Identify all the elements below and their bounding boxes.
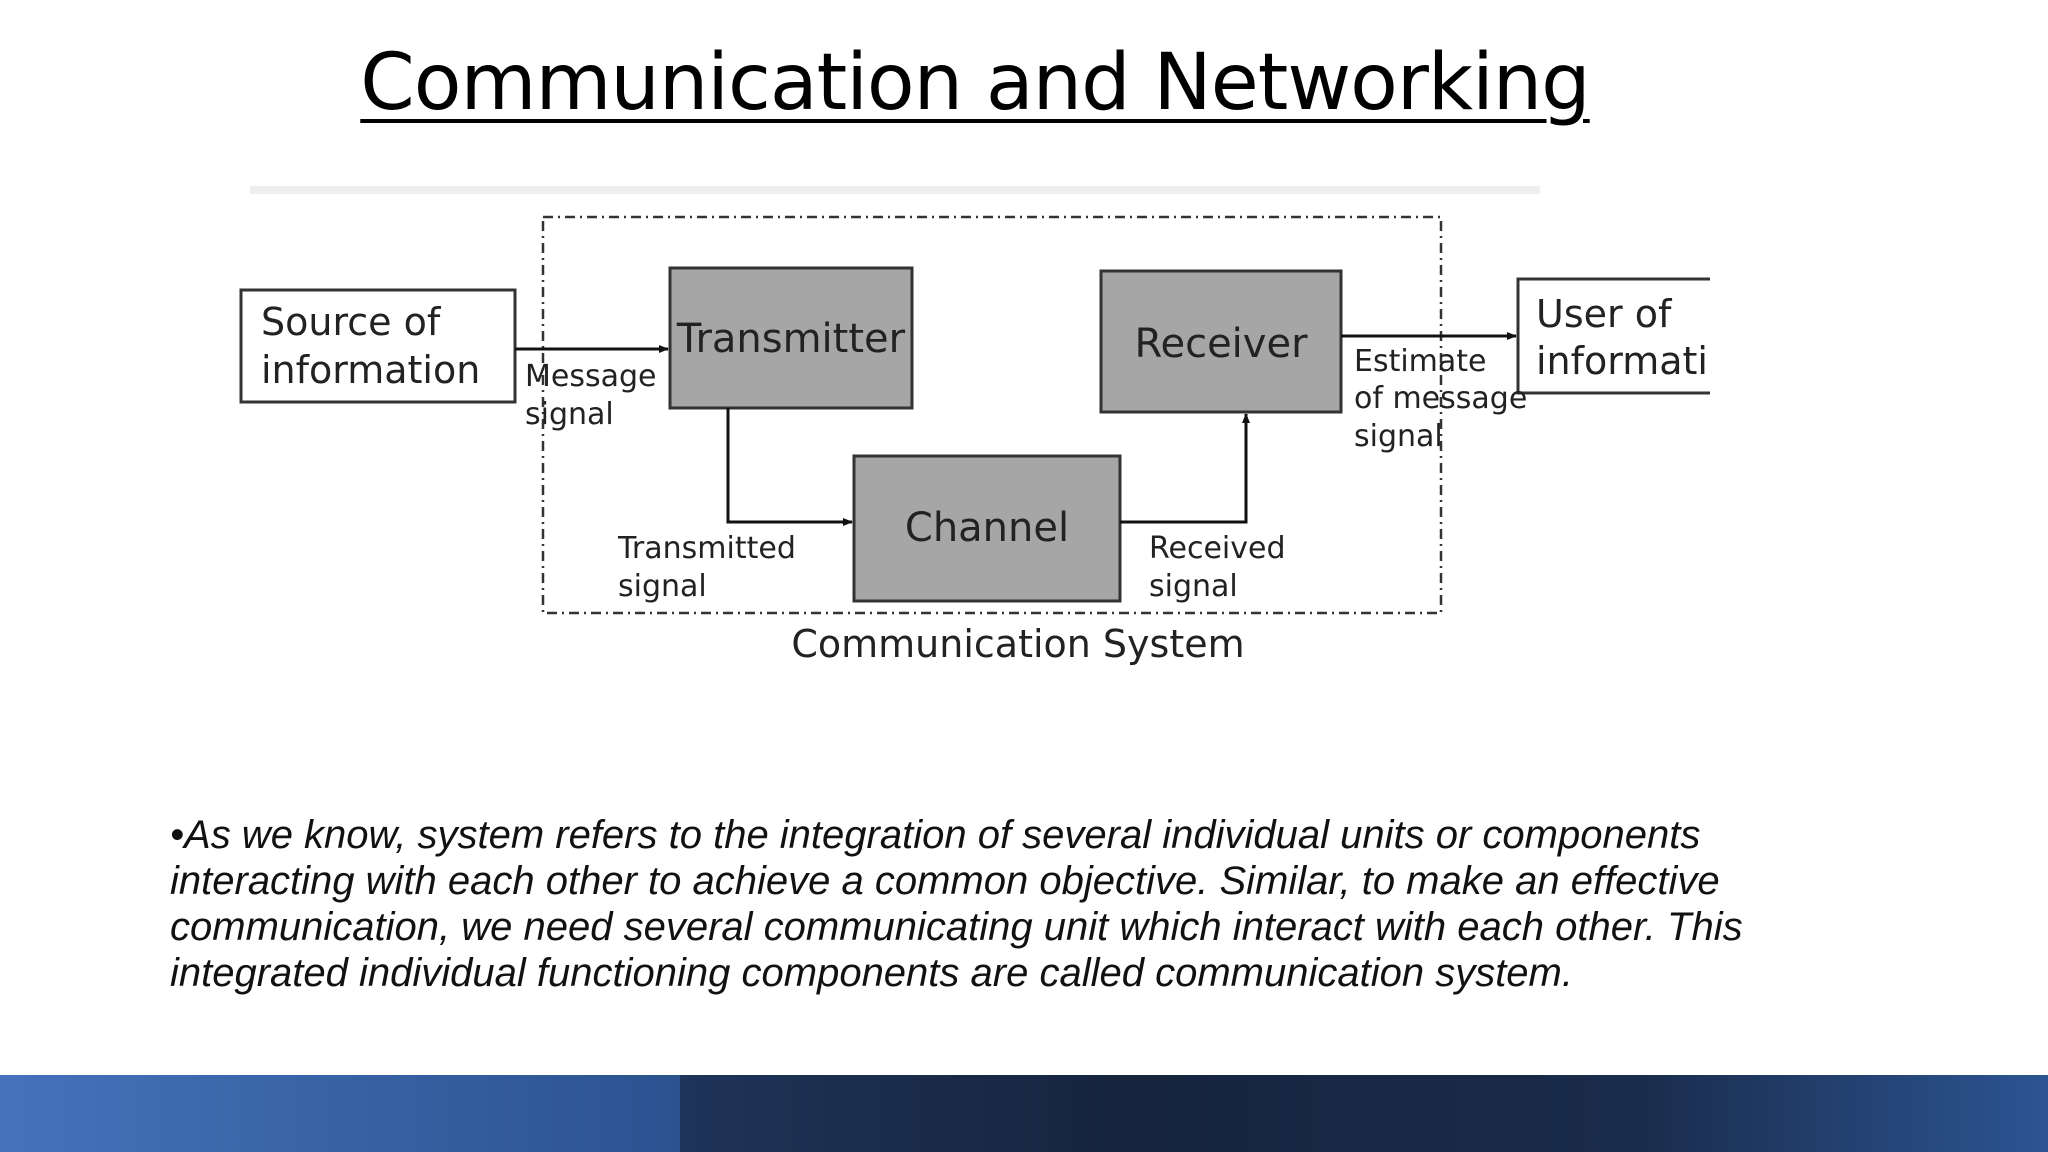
channel-label: Channel (905, 505, 1069, 551)
svg-text:signal: signal (525, 397, 614, 432)
svg-text:signal: signal (1354, 419, 1443, 454)
svg-text:signal: signal (1149, 569, 1238, 604)
communication-system-caption: Communication System (791, 622, 1244, 666)
source-box-line-2: information (261, 348, 480, 392)
svg-text:Message: Message (525, 359, 656, 394)
system-boundary (541, 215, 1443, 615)
bullet-paragraph: •As we know, system refers to the integr… (170, 812, 1890, 996)
bullet-text: As we know, system refers to the integra… (170, 813, 1743, 995)
transmitter-label: Transmitter (676, 316, 906, 362)
source-box-line-1: Source of (261, 300, 442, 344)
slide-title: Communication and Networking (360, 38, 1590, 128)
estimate-signal-label: Estimate of message signal (1354, 344, 1527, 454)
arrow-transmitter-to-channel (726, 408, 853, 526)
bullet-marker: • (170, 813, 185, 857)
footer-band (0, 1075, 2048, 1152)
svg-text:of message: of message (1354, 381, 1527, 416)
received-signal-label: Received signal (1149, 531, 1286, 604)
svg-text:Transmitted: Transmitted (617, 531, 796, 566)
communication-system-diagram: Source of information Transmitter Receiv… (239, 186, 1710, 666)
arrow-channel-to-receiver (1120, 413, 1250, 524)
receiver-block: Receiver (1099, 269, 1343, 414)
message-signal-label: Message signal (525, 359, 656, 432)
user-box-line-2: information (1536, 339, 1710, 383)
faded-caption-strip (250, 186, 1540, 194)
receiver-label: Receiver (1134, 321, 1308, 367)
footer-accent-block (0, 1075, 680, 1152)
source-of-information-box: Source of information (239, 288, 517, 404)
user-box-line-1: User of (1536, 292, 1673, 336)
svg-text:Estimate: Estimate (1354, 344, 1487, 379)
svg-text:signal: signal (618, 569, 707, 604)
user-of-information-box: User of information (1516, 277, 1710, 395)
channel-block: Channel (852, 454, 1122, 603)
svg-text:Received: Received (1149, 531, 1286, 566)
transmitter-block: Transmitter (668, 266, 914, 410)
transmitted-signal-label: Transmitted signal (617, 531, 796, 604)
